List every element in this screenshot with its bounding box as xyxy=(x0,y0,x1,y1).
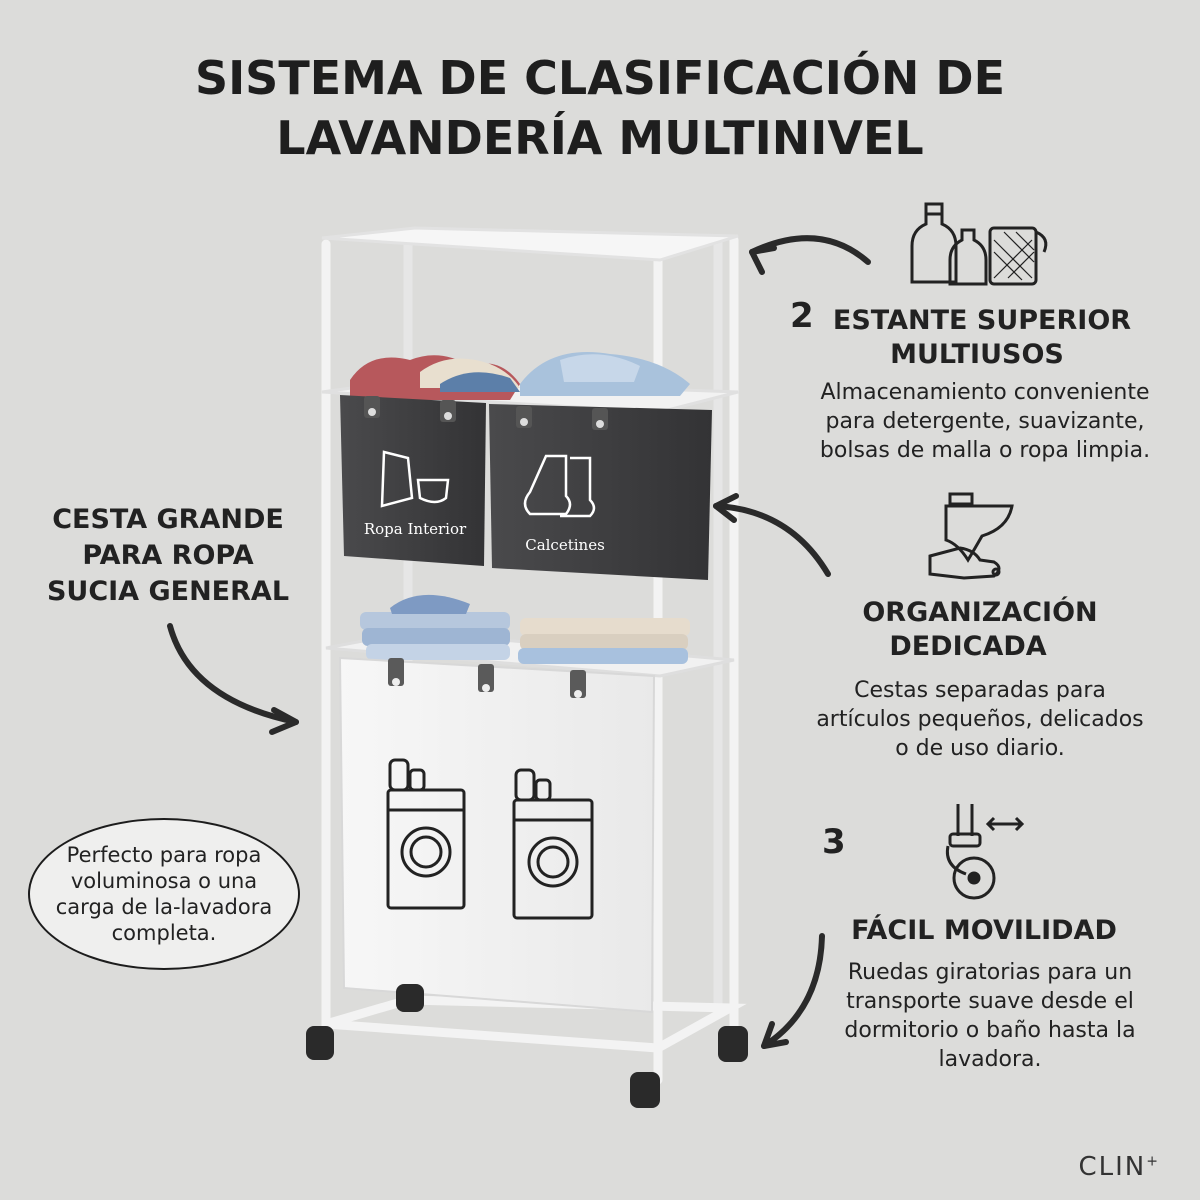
bin-underwear xyxy=(340,395,486,566)
top-shelf-heading-line-2: MULTIUSOS xyxy=(890,339,1064,370)
top-shelf-heading-line-1: ESTANTE SUPERIOR xyxy=(832,305,1132,336)
large-basket-heading-line-2: PARA ROPA xyxy=(82,540,254,571)
page-title: SISTEMA DE CLASIFICACIÓN DE LAVANDERÍA M… xyxy=(0,48,1200,168)
brand-name: CLIN xyxy=(1078,1152,1147,1182)
mobility-description-line-3: dormitorio o baño hasta la xyxy=(844,1018,1136,1043)
brand-logo: CLIN+ xyxy=(1079,1152,1161,1182)
feature-number-2: 2 xyxy=(790,296,814,336)
mobility-description: Ruedas giratorias para un transporte sua… xyxy=(810,958,1170,1074)
top-shelf-heading: ESTANTE SUPERIOR MULTIUSOS xyxy=(832,304,1132,372)
organization-description-line-3: o de uso diario. xyxy=(895,736,1065,761)
organization-heading-line-1: ORGANIZACIÓN xyxy=(862,597,1098,628)
large-white-bag xyxy=(338,656,656,1014)
top-shelf-description-line-1: Almacenamiento conveniente xyxy=(820,380,1150,405)
title-line-1: SISTEMA DE CLASIFICACIÓN DE xyxy=(194,51,1006,105)
caster-wheels xyxy=(306,984,748,1108)
top-shelf-description: Almacenamiento conveniente para detergen… xyxy=(790,378,1180,465)
clothes-pile-left xyxy=(350,355,520,400)
brand-mark: + xyxy=(1146,1153,1160,1170)
organization-description-line-2: artículos pequeños, delicados xyxy=(816,707,1144,732)
title-line-2: LAVANDERÍA MULTINIVEL xyxy=(276,111,924,165)
info-bubble-text: Perfecto para ropa voluminosa o una carg… xyxy=(55,843,273,945)
info-bubble: Perfecto para ropa voluminosa o una carg… xyxy=(28,818,300,970)
top-shelf-description-line-2: para detergente, suavizante, xyxy=(825,409,1145,434)
top-shelf xyxy=(321,226,739,262)
arrow-to-large-basket xyxy=(167,623,299,725)
clothes-pile-right xyxy=(520,352,690,396)
bin-socks xyxy=(489,404,712,580)
large-basket-heading-line-3: SUCIA GENERAL xyxy=(46,576,290,607)
arrow-to-bins xyxy=(713,503,831,577)
bin-label-socks: Calcetines xyxy=(525,536,605,554)
organization-description: Cestas separadas para artículos pequeños… xyxy=(790,676,1170,763)
organization-description-line-1: Cestas separadas para xyxy=(854,678,1106,703)
feature-number-3: 3 xyxy=(822,822,846,862)
organization-heading: ORGANIZACIÓN DEDICADA xyxy=(810,596,1150,664)
mobility-heading: FÁCIL MOVILIDAD xyxy=(851,915,1117,946)
organization-heading-line-2: DEDICADA xyxy=(889,631,1047,662)
bottom-frame xyxy=(324,995,747,1053)
large-basket-heading: CESTA GRANDE PARA ROPA SUCIA GENERAL xyxy=(38,502,298,610)
arrow-to-top-shelf xyxy=(749,235,871,265)
mobility-description-line-2: transporte suave desde el xyxy=(846,989,1134,1014)
folded-clothes-left xyxy=(360,594,510,660)
bin-label-underwear: Ropa Interior xyxy=(363,520,467,538)
mobility-description-line-4: lavadora. xyxy=(938,1047,1042,1072)
large-basket-heading-line-1: CESTA GRANDE xyxy=(52,504,284,535)
folded-clothes-right xyxy=(518,618,690,664)
arrows xyxy=(167,235,871,1049)
mobility-description-line-1: Ruedas giratorias para un xyxy=(847,960,1133,985)
top-shelf-description-line-3: bolsas de malla o ropa limpia. xyxy=(819,438,1151,463)
arrow-to-wheels xyxy=(761,933,825,1049)
